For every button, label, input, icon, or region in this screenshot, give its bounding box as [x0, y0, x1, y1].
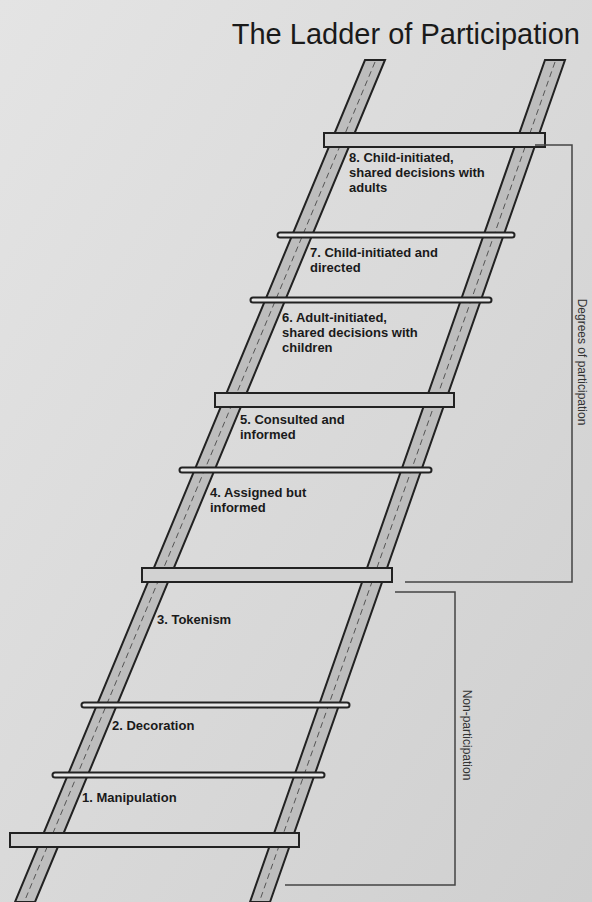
rung-label: 3. Tokenism: [157, 612, 297, 627]
rung-label: 1. Manipulation: [82, 790, 222, 805]
ladder-dowels: [55, 235, 512, 775]
ladder-plank: [142, 568, 392, 582]
bracket: [405, 145, 572, 582]
ladder-plank: [215, 393, 454, 407]
diagram-title: The Ladder of Participation: [232, 18, 580, 51]
ladder-rail: [15, 60, 385, 902]
rung-label: 7. Child-initiated and directed: [310, 245, 450, 275]
bracket-label: Degrees of participation: [575, 299, 589, 426]
rung-label: 6. Adult-initiated, shared decisions wit…: [282, 310, 422, 355]
rail-grain: [25, 62, 375, 900]
rung-label: 5. Consulted and informed: [240, 412, 380, 442]
ladder-plank: [324, 133, 545, 147]
bracket-label: Non-participation: [460, 690, 474, 781]
rung-label: 2. Decoration: [112, 718, 252, 733]
rung-label: 8. Child-initiated, shared decisions wit…: [349, 150, 489, 195]
bracket: [285, 592, 455, 885]
rung-label: 4. Assigned but informed: [210, 485, 350, 515]
ladder-plank: [10, 833, 299, 847]
